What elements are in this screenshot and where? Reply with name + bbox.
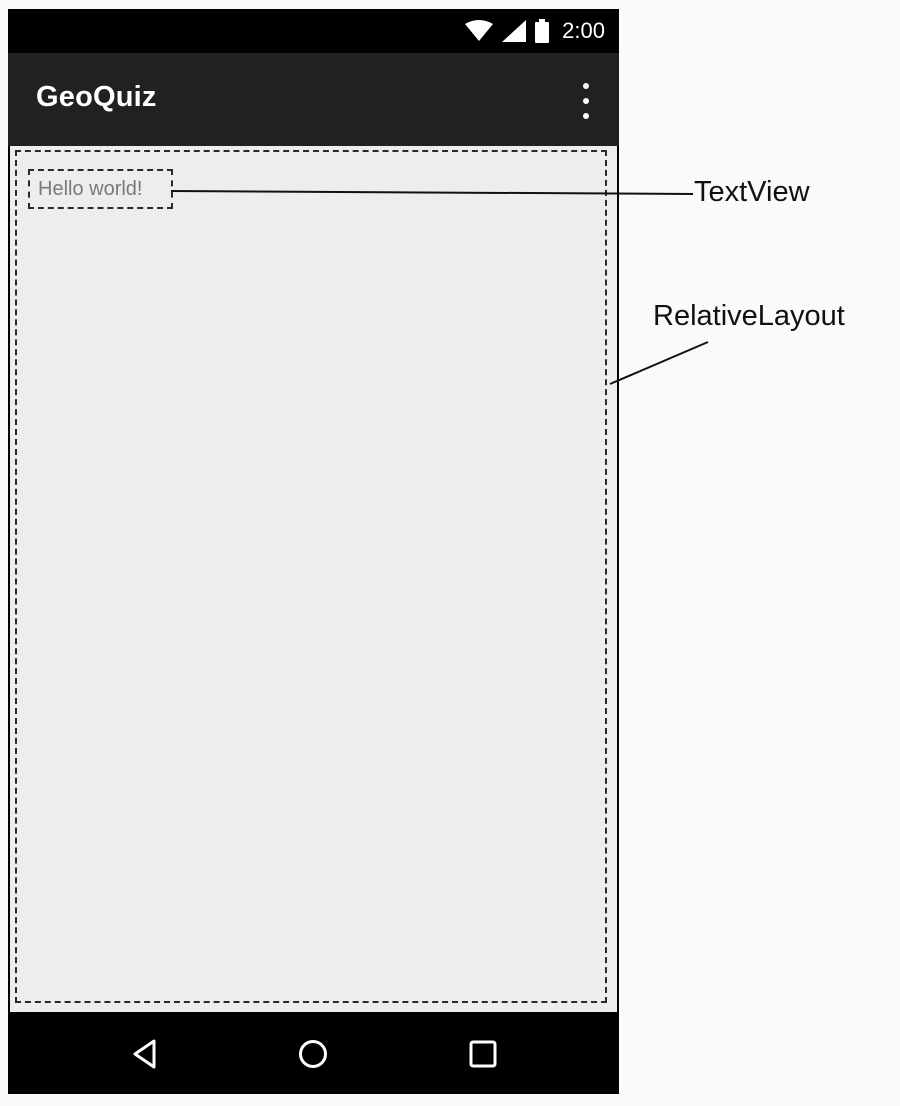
phone-frame: 2:00 GeoQuiz Hello world!: [8, 9, 619, 1094]
wifi-icon: [465, 20, 494, 41]
hello-world-text: Hello world!: [38, 177, 143, 200]
relativelayout-callout-label: RelativeLayout: [653, 300, 845, 332]
app-title: GeoQuiz: [36, 81, 157, 113]
status-bar: 2:00: [8, 9, 619, 53]
relative-layout-outline: [15, 150, 607, 1003]
relativelayout-callout-line: [609, 341, 709, 385]
cell-signal-icon: [502, 20, 527, 42]
recents-icon[interactable]: [465, 1036, 501, 1072]
status-time: 2:00: [562, 18, 605, 43]
back-icon[interactable]: [127, 1036, 163, 1072]
status-icons: 2:00: [464, 9, 605, 53]
app-bar: GeoQuiz: [8, 53, 619, 146]
textview-callout-label: TextView: [694, 176, 810, 208]
more-vert-icon[interactable]: [577, 83, 595, 119]
textview-outline: Hello world!: [28, 169, 173, 209]
content-area: Hello world!: [10, 146, 617, 1012]
home-icon[interactable]: [295, 1036, 331, 1072]
navigation-bar: [8, 1012, 619, 1094]
battery-icon: [535, 19, 550, 43]
